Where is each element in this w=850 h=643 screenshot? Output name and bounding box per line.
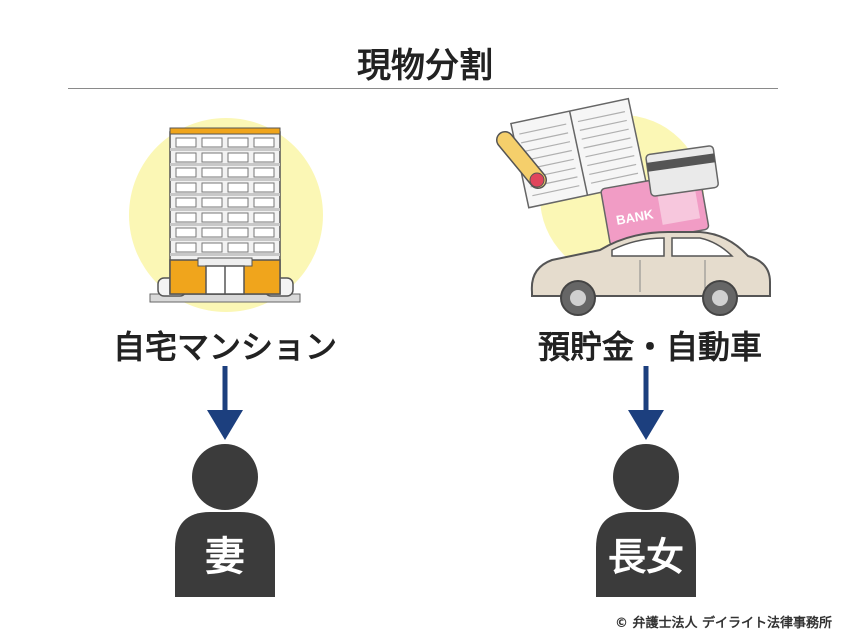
building-window [253, 152, 275, 163]
bank-card-icon: BANK [600, 171, 710, 247]
bankbook-line [581, 128, 629, 140]
building-window [227, 167, 249, 178]
building-window [227, 182, 249, 193]
heir-label-wife: 妻 [205, 534, 245, 580]
heir-label-daughter: 長女 [608, 535, 684, 579]
building-window [175, 212, 197, 223]
person-icon: 妻 [175, 444, 275, 597]
down-arrow-icon [207, 366, 243, 440]
bankbook-line [577, 111, 626, 123]
building-window [175, 197, 197, 208]
asset-label-savings-car: 預貯金・自動車 [537, 328, 762, 366]
bankbook-line [530, 176, 578, 188]
building-window [175, 182, 197, 193]
building-floor-slab [170, 238, 280, 241]
building-window [201, 227, 223, 238]
building-floor-slab [170, 253, 280, 256]
building-window [201, 182, 223, 193]
bankbook-line [524, 149, 572, 162]
building-window [201, 137, 223, 148]
bankbook-line [532, 185, 580, 197]
building-window [201, 167, 223, 178]
bank-card-label: BANK [615, 206, 655, 227]
building-window [201, 212, 223, 223]
bankbook-line [528, 167, 576, 179]
building-window [253, 212, 275, 223]
bankbook-line [589, 163, 637, 175]
bankbook-line [521, 132, 569, 144]
car-icon [530, 231, 771, 316]
asset-label-home: 自宅マンション [112, 328, 337, 366]
building-window [253, 197, 275, 208]
down-arrow-icon [628, 366, 664, 440]
bankbook-line [526, 158, 574, 170]
building-window [227, 197, 249, 208]
building-window [227, 152, 249, 163]
copyright-credit: © 弁護士法人 デイライト法律事務所 [614, 616, 832, 631]
page-title: 現物分割 [357, 46, 493, 86]
bankbook-line [585, 146, 633, 158]
building-window [253, 137, 275, 148]
bankbook-line [519, 123, 567, 135]
building-floor-slab [170, 193, 280, 196]
bankbook-line [579, 119, 627, 131]
building-window [201, 242, 223, 253]
bankbook-line [590, 172, 639, 184]
highlight-circle-right [540, 115, 704, 279]
building-window [175, 167, 197, 178]
building-window [253, 227, 275, 238]
building-window [227, 227, 249, 238]
bankbook-line [522, 141, 571, 153]
building-window [227, 242, 249, 253]
building-window [175, 227, 197, 238]
building-window [175, 242, 197, 253]
building-window [253, 167, 275, 178]
bankbook-line [587, 155, 635, 167]
building-window [227, 137, 249, 148]
bankbook-icon [510, 97, 648, 209]
building-window [175, 137, 197, 148]
title-divider [68, 88, 778, 89]
building-window [201, 152, 223, 163]
person-icon: 長女 [596, 444, 696, 597]
building-window [175, 152, 197, 163]
building-floor-slab [170, 178, 280, 181]
building-window [201, 197, 223, 208]
credit-card-icon [645, 145, 719, 197]
pen-icon [496, 131, 547, 189]
building-floor-slab [170, 163, 280, 166]
building-window [253, 242, 275, 253]
building-floor-slab [170, 148, 280, 151]
building-floor-slab [170, 208, 280, 211]
building-window [227, 212, 249, 223]
bankbook-line [583, 137, 631, 149]
building-floor-slab [170, 223, 280, 226]
building-window [253, 182, 275, 193]
highlight-circle-left [129, 118, 323, 312]
